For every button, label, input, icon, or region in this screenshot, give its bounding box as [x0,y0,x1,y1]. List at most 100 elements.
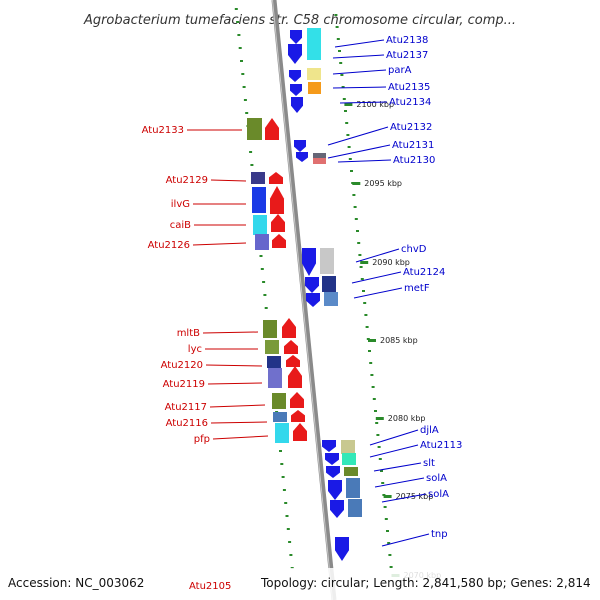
reverse-gene-label[interactable]: lyc [188,344,202,355]
forward-gene-label[interactable]: Atu2124 [403,267,445,278]
gene-domain-box[interactable] [307,28,321,60]
forward-gene-label[interactable]: Atu2131 [392,140,434,151]
forward-gene-label[interactable]: chvD [401,244,427,255]
forward-gene-arrow[interactable] [322,440,336,452]
leader-line [212,435,269,440]
inner-tick [338,50,341,52]
reverse-gene-arrow[interactable] [272,234,286,248]
forward-gene-arrow[interactable] [328,480,342,500]
outer-tick [234,8,238,10]
forward-gene-arrow[interactable] [291,97,303,113]
forward-gene-arrow[interactable] [302,248,316,276]
forward-gene-label[interactable]: Atu2135 [388,82,430,93]
forward-gene-label[interactable]: parA [388,65,412,76]
forward-gene-arrow[interactable] [288,44,302,64]
reverse-gene-label[interactable]: Atu2116 [166,418,208,429]
inner-tick [384,518,388,520]
forward-gene-arrow[interactable] [325,453,339,465]
reverse-gene-arrow[interactable] [282,318,296,338]
inner-tick [376,434,380,436]
reverse-gene-label[interactable]: Atu2129 [166,175,208,186]
forward-gene-label[interactable]: Atu2130 [393,155,435,166]
forward-gene-arrow[interactable] [296,152,308,162]
gene-domain-box[interactable] [263,320,277,338]
forward-gene-label[interactable]: Atu2113 [420,440,462,451]
forward-gene-label[interactable]: Atu2137 [386,50,428,61]
reverse-gene-arrow[interactable] [290,392,304,408]
reverse-gene-label[interactable]: Atu2133 [142,125,184,136]
leader-line [374,477,425,488]
gene-domain-box[interactable] [247,118,262,140]
forward-gene-arrow[interactable] [294,140,306,152]
edge-gene-label[interactable]: Atu2105 [189,581,231,592]
reverse-gene-arrow[interactable] [286,355,300,367]
gene-domain-box[interactable] [253,215,267,235]
reverse-gene-arrow[interactable] [271,214,285,232]
inner-tick [386,530,389,532]
gene-domain-box[interactable] [251,172,265,184]
kbp-tick [375,417,384,420]
reverse-gene-label[interactable]: mltB [177,328,200,339]
forward-gene-arrow[interactable] [289,70,301,82]
gene-domain-box[interactable] [273,412,287,422]
forward-gene-label[interactable]: Atu2138 [386,35,428,46]
gene-domain-box[interactable] [320,248,334,274]
reverse-gene-label[interactable]: pfp [194,434,210,445]
leader-line [327,126,389,146]
reverse-gene-arrow[interactable] [265,118,279,140]
forward-gene-arrow[interactable] [290,30,302,44]
gene-domain-box[interactable] [313,158,326,164]
forward-gene-label[interactable]: slt [423,458,435,469]
reverse-gene-arrow[interactable] [270,186,284,214]
gene-domain-box[interactable] [308,82,321,94]
gene-domain-box[interactable] [252,187,266,213]
outer-tick [289,554,293,556]
gene-domain-box[interactable] [307,68,321,80]
gene-domain-box[interactable] [268,368,282,388]
outer-tick [249,151,253,153]
reverse-gene-arrow[interactable] [291,410,305,422]
forward-gene-arrow[interactable] [330,500,344,518]
forward-gene-label[interactable]: solA [428,489,449,500]
reverse-gene-label[interactable]: caiB [170,220,191,231]
forward-gene-label[interactable]: metF [404,283,430,294]
forward-gene-label[interactable]: solA [426,473,447,484]
gene-domain-box[interactable] [346,478,360,498]
forward-gene-label[interactable]: djlA [420,425,439,436]
chromosome-backbone [271,0,337,600]
forward-gene-arrow[interactable] [305,277,319,293]
leader-line [351,271,402,284]
inner-tick [368,350,371,352]
reverse-gene-arrow[interactable] [284,340,298,354]
gene-domain-box[interactable] [313,153,326,158]
forward-gene-label[interactable]: Atu2134 [389,97,431,108]
forward-gene-label[interactable]: Atu2132 [390,122,432,133]
forward-gene-arrow[interactable] [326,466,340,478]
gene-domain-box[interactable] [341,440,355,454]
reverse-gene-arrow[interactable] [293,423,307,441]
gene-domain-box[interactable] [348,499,362,517]
reverse-gene-label[interactable]: ilvG [171,199,190,210]
gene-domain-box[interactable] [324,292,338,306]
gene-domain-box[interactable] [344,467,358,476]
gene-domain-box[interactable] [265,340,279,354]
inner-tick [371,386,375,388]
reverse-gene-arrow[interactable] [288,366,302,388]
reverse-gene-arrow[interactable] [269,172,283,184]
reverse-gene-label[interactable]: Atu2117 [165,402,207,413]
inner-tick [365,326,369,328]
forward-gene-label[interactable]: tnp [431,529,448,540]
gene-domain-box[interactable] [267,356,281,368]
gene-domain-box[interactable] [272,393,286,409]
forward-gene-arrow[interactable] [335,537,349,561]
reverse-gene-label[interactable]: Atu2126 [148,240,190,251]
gene-domain-box[interactable] [322,276,336,292]
inner-tick [388,554,392,556]
forward-gene-arrow[interactable] [306,293,320,307]
gene-domain-box[interactable] [255,234,269,250]
forward-gene-arrow[interactable] [290,84,302,96]
reverse-gene-label[interactable]: Atu2119 [163,379,205,390]
reverse-gene-label[interactable]: Atu2120 [161,360,203,371]
gene-domain-box[interactable] [275,423,289,443]
gene-domain-box[interactable] [342,453,356,465]
